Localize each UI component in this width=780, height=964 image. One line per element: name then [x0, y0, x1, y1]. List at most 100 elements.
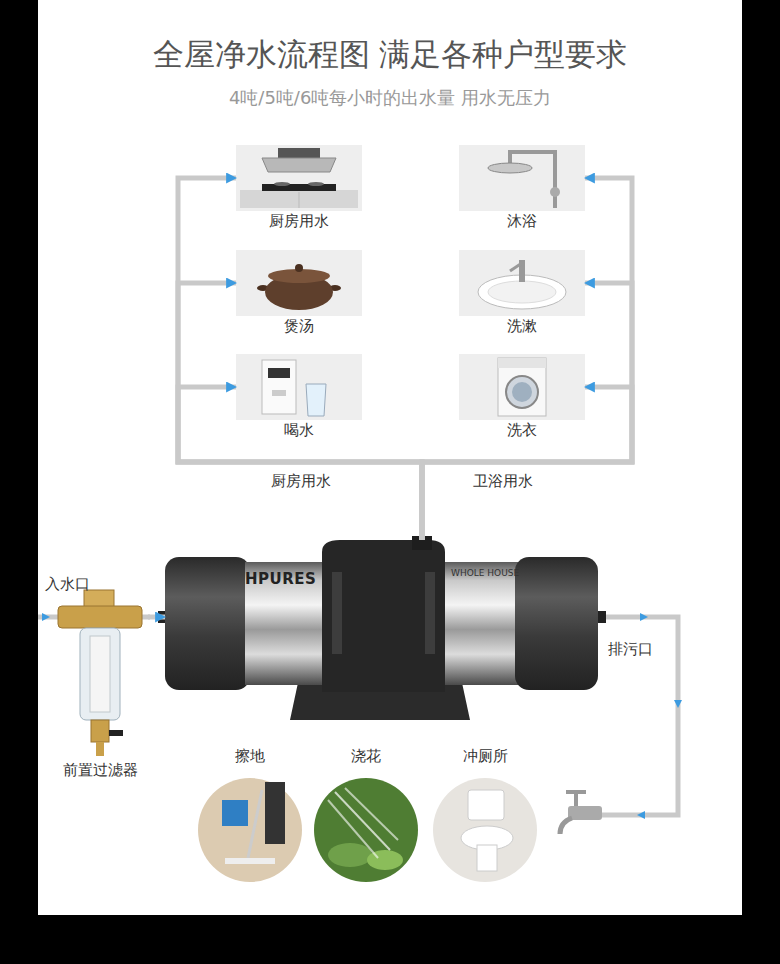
- mop-photo: [222, 800, 248, 826]
- port-label: 入水口: [45, 574, 90, 594]
- picture-space: [236, 250, 362, 316]
- stove-picture: [262, 184, 336, 191]
- garden-photo: [328, 843, 372, 867]
- dispenser-picture: [268, 368, 290, 378]
- garden-photo: [328, 800, 378, 858]
- usage-tile: 煲汤: [236, 250, 362, 336]
- toilet-photo: [433, 778, 537, 882]
- filter-picture: [96, 742, 104, 756]
- node-label: 厨房用水: [269, 211, 329, 231]
- node-label: 洗漱: [507, 316, 537, 336]
- product-line: WHOLE HOUSE: [451, 568, 519, 579]
- picture-space: [236, 145, 362, 211]
- dispenser-picture: [236, 354, 362, 420]
- node-label: 浇花: [351, 746, 381, 766]
- shower-picture: [488, 163, 532, 173]
- drain-pipe: [600, 617, 678, 815]
- node-label: 煲汤: [284, 316, 314, 336]
- purifier-picture: [332, 572, 342, 654]
- subtitle: 4吨/5吨/6吨每小时的出水量 用水无压力: [229, 86, 551, 110]
- stove-picture: [278, 148, 320, 158]
- picture-space: [198, 766, 302, 878]
- usage-tile: 沐浴: [459, 145, 585, 231]
- purifier-picture: [425, 572, 435, 654]
- purifier-picture: [515, 557, 598, 690]
- dispenser-picture: [272, 390, 286, 396]
- sink-picture: [510, 263, 522, 271]
- toilet-photo: [433, 778, 537, 882]
- usage-circle: 擦地: [198, 746, 302, 878]
- pre-filter: 前置过滤器: [52, 588, 148, 780]
- sink-picture: [459, 250, 585, 316]
- dispenser-picture: [306, 384, 326, 416]
- node-label: 喝水: [284, 420, 314, 440]
- mop-photo: [225, 858, 275, 864]
- washer-picture: [459, 354, 585, 420]
- brand-name: HPURES: [245, 569, 316, 589]
- node-label: 前置过滤器: [63, 760, 138, 780]
- usage-tile: 喝水: [236, 354, 362, 440]
- mop-photo: [198, 778, 302, 882]
- diagram-title: 全屋净水流程图 满足各种户型要求: [153, 34, 628, 74]
- water-pipe: [148, 615, 165, 620]
- shower-picture: [459, 145, 585, 211]
- purifier-picture: [597, 611, 606, 623]
- stove-picture: [236, 145, 362, 211]
- filter-picture: [58, 606, 142, 628]
- usage-tile: 洗衣: [459, 354, 585, 440]
- water-pipe: [178, 178, 422, 540]
- washer-picture: [506, 376, 538, 408]
- shower-picture: [553, 150, 557, 208]
- stove-picture: [308, 182, 324, 186]
- garden-photo: [314, 778, 418, 882]
- page-panel: [38, 0, 742, 915]
- purifier-picture: [158, 536, 606, 720]
- water-pipe: [422, 283, 632, 540]
- drain-pipe: [640, 613, 648, 621]
- picture-space: [236, 354, 362, 420]
- toilet-photo: [468, 790, 504, 820]
- purifier-picture: [440, 562, 525, 685]
- picture-space: [459, 250, 585, 316]
- filter-picture: [91, 720, 109, 742]
- filter-picture: [109, 730, 123, 736]
- picture-space: [459, 145, 585, 211]
- water-pipe: [178, 283, 422, 540]
- node-label: 冲厕所: [463, 746, 508, 766]
- pot-picture: [236, 250, 362, 316]
- picture-space: [433, 766, 537, 878]
- water-pipe: [422, 387, 632, 540]
- dispenser-picture: [262, 360, 296, 414]
- stove-picture: [240, 190, 358, 208]
- drain-faucet: [574, 792, 578, 806]
- pot-picture: [236, 250, 362, 316]
- shower-picture: [550, 187, 560, 197]
- filter-picture: [90, 636, 110, 712]
- usage-tile: 厨房用水: [236, 145, 362, 231]
- pot-picture: [295, 264, 303, 272]
- mop-photo: [248, 790, 262, 858]
- garden-photo: [314, 778, 418, 882]
- purifier-picture: [165, 557, 250, 690]
- washer-picture: [498, 358, 546, 368]
- drain-pipe: [637, 811, 645, 819]
- usage-circle: 浇花: [314, 746, 418, 878]
- stove-picture: [262, 158, 336, 172]
- branch-label: 卫浴用水: [473, 471, 533, 491]
- washer-picture: [498, 358, 546, 416]
- node-label: 沐浴: [507, 211, 537, 231]
- purifier-unit: HPURES WHOLE HOUSE: [165, 540, 598, 720]
- picture-space: [314, 766, 418, 878]
- drain-faucet: [560, 818, 572, 834]
- dispenser-picture: [236, 354, 362, 420]
- sink-picture: [459, 250, 585, 316]
- garden-photo: [345, 788, 398, 840]
- shower-picture: [510, 152, 555, 163]
- port-label: 排污口: [608, 639, 653, 659]
- branch-label: 厨房用水: [271, 471, 331, 491]
- mop-photo: [198, 778, 302, 882]
- usage-circle: 冲厕所: [433, 746, 537, 878]
